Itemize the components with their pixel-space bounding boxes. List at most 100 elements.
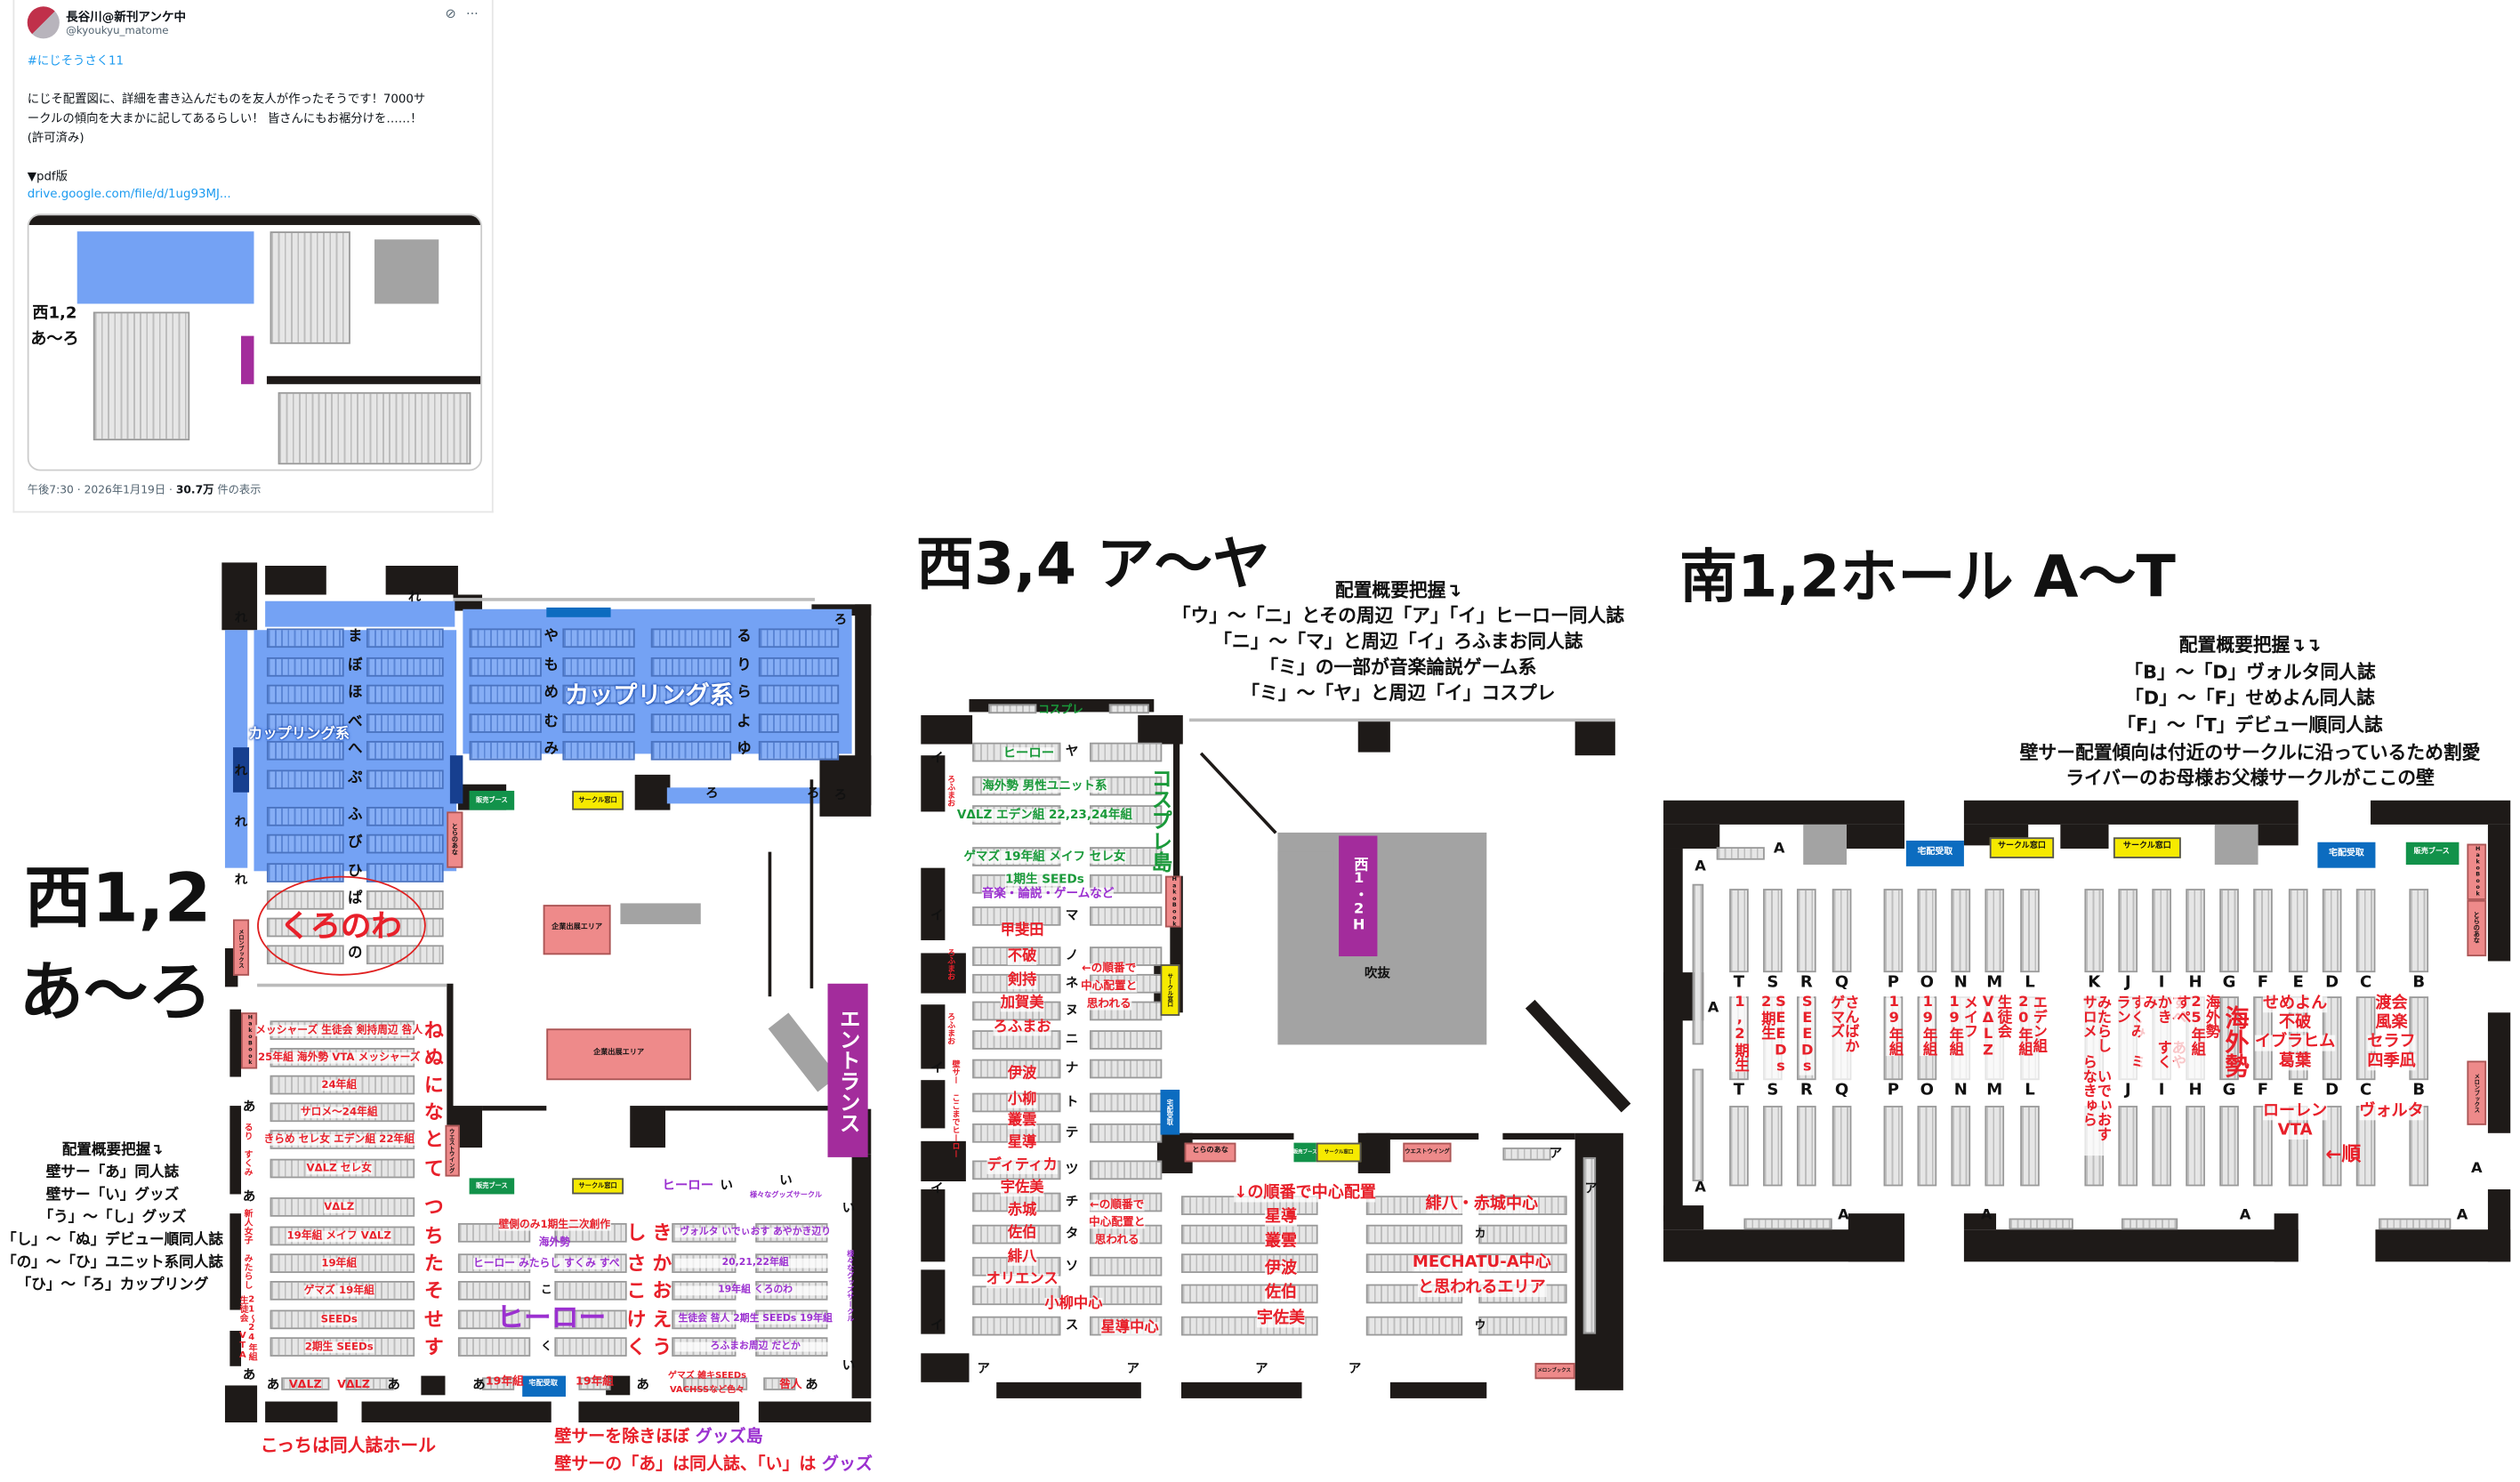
- views-suffix: 件の表示: [213, 483, 262, 497]
- booth-row: [562, 684, 635, 705]
- wall-booth: [1582, 1156, 1597, 1334]
- wall-line: [665, 1106, 737, 1111]
- wall-booth: [2121, 1218, 2178, 1230]
- booth-column: [2409, 889, 2429, 973]
- row-label: 海外勢 男性ユニット系: [982, 777, 1107, 793]
- hakobook-booth: [2467, 843, 2487, 900]
- wall-letter-a: あ: [805, 1377, 818, 1392]
- wall-letter: ア: [1255, 1361, 1268, 1376]
- more-icon[interactable]: ···: [465, 6, 479, 21]
- west-wing-label: ウエストウイング: [1405, 1148, 1450, 1155]
- wall-booth: [763, 1377, 796, 1390]
- booth-row: [554, 1281, 627, 1301]
- row-letter: ぷ: [348, 770, 363, 787]
- dashed-wall: [453, 598, 816, 601]
- row-letter: ネ: [1065, 975, 1079, 990]
- drive-link[interactable]: drive.google.com/file/d/1ug93MJ...: [27, 186, 231, 201]
- wall-letter: ア: [1584, 1180, 1598, 1196]
- booth-row: [469, 684, 542, 705]
- area-note: MECHATU-A中心: [1412, 1253, 1551, 1272]
- column-letter: M: [1986, 1081, 2003, 1099]
- row-letter: く: [540, 1339, 552, 1353]
- summary-line: 「ミ」〜「ヤ」と周辺「イ」コスプレ: [1241, 681, 1556, 705]
- wall: [2274, 1213, 2299, 1262]
- booth-row: [469, 740, 542, 761]
- row-letter: へ: [348, 741, 363, 758]
- summary-line: 「の」〜「ひ」ユニット系同人誌: [1, 1254, 223, 1272]
- column-letter: D: [2325, 1081, 2339, 1099]
- column-letter: O: [1920, 973, 1935, 992]
- wall-letter-a: A: [1773, 841, 1785, 858]
- toranoana-booth: [447, 811, 463, 868]
- west34-title: 西3,4 ア〜ヤ: [915, 532, 1270, 599]
- wall: [229, 1106, 242, 1195]
- booth-row: [266, 769, 344, 790]
- column-letter: R: [1799, 1081, 1813, 1099]
- hakobook-booth: [241, 1012, 258, 1069]
- wall: [1963, 1213, 1997, 1230]
- order-note: 中心配置と: [1089, 1215, 1146, 1229]
- caption-text: グッズ島: [695, 1427, 763, 1447]
- wall-booth: [345, 1377, 394, 1390]
- display-name[interactable]: 長谷川@新刊アンケ中: [66, 9, 187, 25]
- hakobook-label: HakoBook: [2475, 845, 2482, 898]
- map-thumbnail[interactable]: 西1,2 あ〜ろ: [27, 213, 483, 471]
- wall-letter: ろ: [833, 612, 848, 627]
- wall: [2487, 1189, 2511, 1262]
- dashed-wall: [257, 983, 447, 987]
- liver-name: 渡会: [2375, 995, 2408, 1013]
- booth-row: [1090, 906, 1163, 926]
- liver-name: 加賀美: [1000, 995, 1044, 1012]
- avatar[interactable]: [27, 6, 60, 39]
- row-letter: め: [543, 685, 559, 702]
- booth-row: [366, 713, 444, 733]
- booth-column: [1883, 1106, 1904, 1187]
- wall-letter-i: い: [841, 1357, 856, 1373]
- row-label: VΔLZ セレ女: [306, 1161, 372, 1175]
- summary-line: 配置概要把握↴: [61, 1140, 164, 1159]
- column-note: さんばか ゲマズ: [1827, 995, 1858, 1082]
- booth-column: [2253, 889, 2273, 973]
- column-letter: T: [1733, 973, 1745, 992]
- booth-column: [2322, 889, 2342, 973]
- wall: [921, 715, 973, 745]
- booth-row: [758, 628, 840, 648]
- hashtag-link[interactable]: #にじそうさく11: [27, 52, 125, 68]
- grok-icon[interactable]: ⊘: [445, 6, 456, 21]
- column-letter: C: [2359, 973, 2372, 992]
- wall-letter-a: あ: [472, 1377, 486, 1392]
- sales-booth: [469, 790, 515, 810]
- booth-row: [758, 684, 840, 705]
- wall-letter-a: あ: [242, 1367, 256, 1382]
- wall-letter: れ: [234, 610, 248, 625]
- wall-note: ろふまお: [946, 1012, 956, 1045]
- timestamp[interactable]: 午後7:30 · 2026年1月19日 ·: [27, 483, 176, 497]
- wall: [229, 1331, 242, 1366]
- wall: [758, 1401, 872, 1423]
- wall: [921, 1080, 946, 1129]
- booth-row: [366, 834, 444, 854]
- liver-name: 宇佐美: [1000, 1180, 1044, 1197]
- booth-row: [554, 1337, 627, 1357]
- row-letter: ノ: [1065, 948, 1079, 963]
- booth-row: [366, 684, 444, 705]
- column-note: SEEDs: [1799, 995, 1816, 1075]
- booth-row: [266, 684, 344, 705]
- circle-window-label: サークル窓口: [2122, 841, 2171, 851]
- wall-letter-a: A: [1695, 858, 1706, 875]
- column-note: みたらし いでぃおす サロメ らなきゅら: [2079, 995, 2110, 1156]
- melonbooks-booth: [232, 919, 250, 976]
- wall: [1663, 824, 1720, 849]
- row-letter: や: [543, 629, 559, 646]
- booth-row: [650, 656, 732, 676]
- path-line: [1199, 752, 1277, 834]
- circle-window-label: サークル窓口: [1324, 1148, 1354, 1156]
- wall-letter: れ: [407, 590, 422, 605]
- booth-column: [2355, 889, 2376, 973]
- column-letter: T: [1733, 1081, 1745, 1099]
- column-note: エデン組 20年組: [2015, 995, 2046, 1082]
- row-letter: み: [543, 741, 559, 758]
- thumbnail-area: [270, 231, 350, 344]
- row-letter: そ: [423, 1279, 444, 1302]
- user-handle[interactable]: @kyoukyu_matome: [66, 24, 169, 37]
